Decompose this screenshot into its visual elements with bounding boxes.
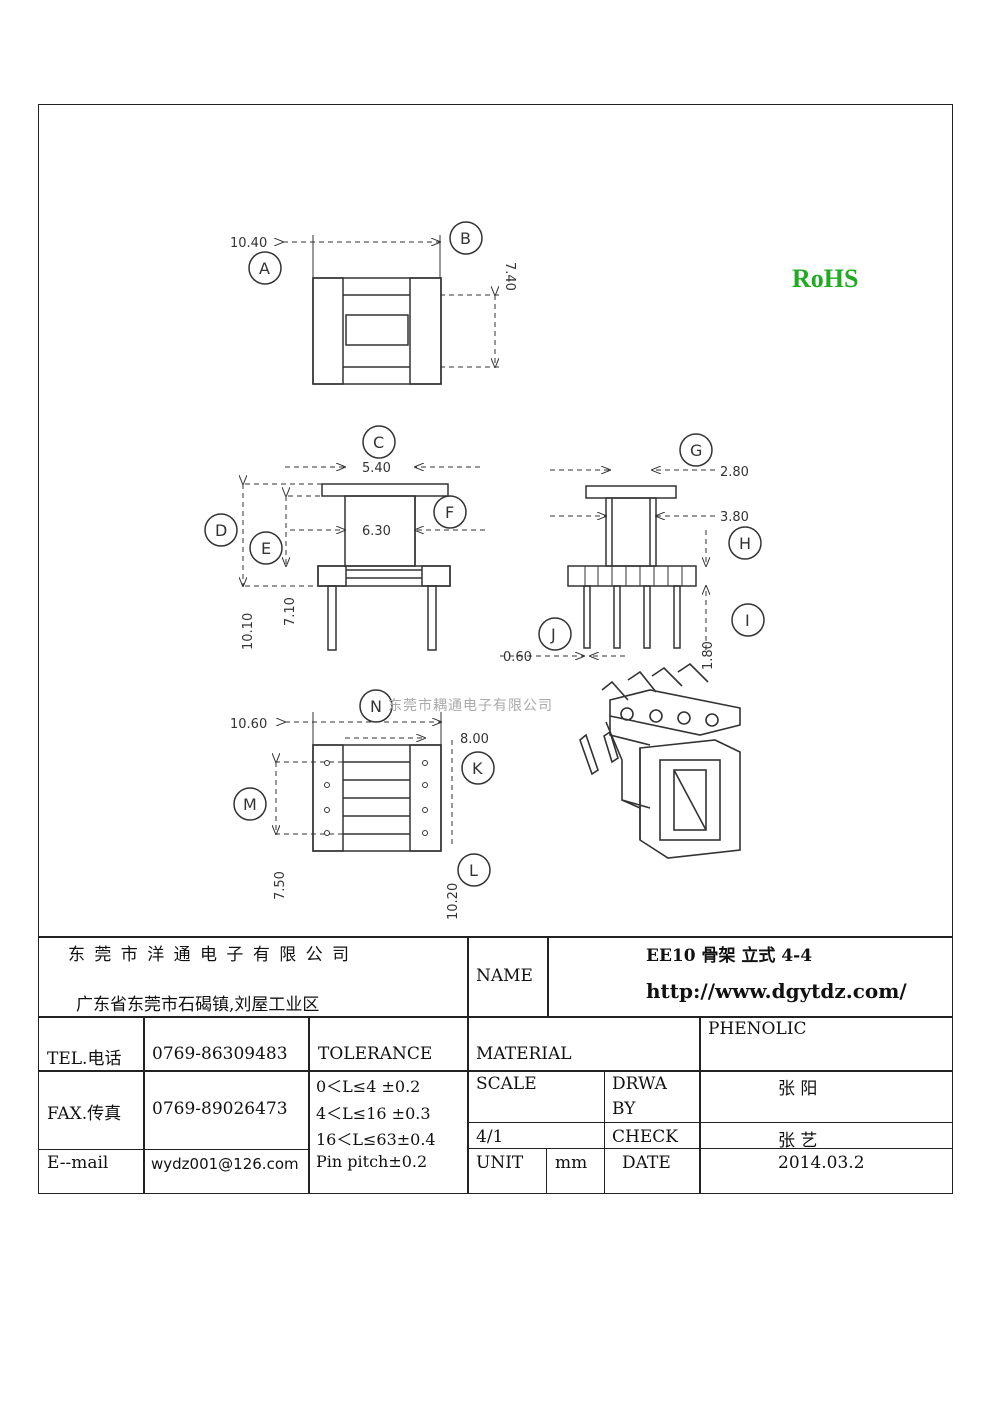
unit-value: mm [555, 1153, 588, 1173]
tel-label: TEL.电话 [47, 1049, 122, 1069]
label-circle-E [249, 531, 283, 565]
part-name: EE10 骨架 立式 4-4 [646, 946, 813, 966]
drawn-label-1: DRWA [612, 1074, 667, 1094]
tb-line [38, 1149, 308, 1150]
label-circle-K [461, 751, 495, 785]
technical-drawing: 10.40 7.40 5.40 10.10 7.10 6.30 2.80 3.8… [204, 221, 765, 920]
tb-line [699, 1016, 701, 1194]
label-C: C [373, 433, 384, 452]
tolerance-label: TOLERANCE [318, 1044, 433, 1064]
label-circle-N [359, 689, 393, 723]
drawn-by: 张 阳 [778, 1079, 818, 1099]
label-I: I [745, 611, 750, 630]
label-circle-D [204, 513, 238, 547]
dim-value-K: 8.00 [460, 732, 489, 747]
tb-line [38, 936, 953, 938]
dim-value-N: 10.60 [230, 717, 267, 732]
label-N: N [370, 697, 382, 716]
dim-value-D: 10.10 [241, 613, 256, 650]
label-circle-F [433, 495, 467, 529]
material-label: MATERIAL [476, 1044, 572, 1064]
side-view-base [567, 565, 697, 587]
label-H: H [739, 534, 751, 553]
top-view-window [345, 314, 409, 346]
top-view-outline [312, 277, 442, 385]
dim-value-E: 7.10 [283, 597, 298, 626]
fax-label: FAX.传真 [47, 1104, 122, 1124]
label-A: A [259, 259, 270, 278]
tolerance-4: Pin pitch±0.2 [316, 1152, 428, 1171]
tb-line [143, 1016, 145, 1194]
dim-value-F: 6.30 [362, 524, 391, 539]
unit-label: UNIT [476, 1153, 524, 1173]
watermark: 东莞市耦通电子有限公司 [388, 697, 553, 714]
label-L: L [469, 861, 478, 880]
company-name: 东 莞 市 洋 通 电 子 有 限 公 司 [68, 945, 352, 965]
label-D: D [215, 521, 227, 540]
rohs-mark: RoHS [792, 264, 859, 293]
email-label: E--mail [47, 1153, 109, 1173]
check-label: CHECK [612, 1127, 678, 1147]
scale-value: 4/1 [476, 1127, 504, 1147]
label-F: F [445, 503, 454, 522]
label-circle-I [731, 603, 765, 637]
label-circle-A [248, 251, 282, 285]
dim-value-J: 0.60 [503, 650, 532, 665]
label-B: B [460, 229, 471, 248]
checked-by: 张 艺 [778, 1131, 818, 1151]
label-G: G [690, 441, 702, 460]
dim-value-L: 10.20 [446, 883, 461, 920]
website[interactable]: http://www.dgytdz.com/ [646, 979, 907, 1003]
tb-line [467, 1148, 953, 1149]
drawn-label-2: BY [612, 1099, 636, 1119]
tb-line [546, 1148, 547, 1194]
tel-value: 0769-86309483 [152, 1044, 288, 1064]
drawing-frame [38, 104, 953, 1194]
label-circle-C [362, 425, 396, 459]
label-K: K [472, 759, 483, 778]
label-circle-M [233, 787, 267, 821]
tolerance-3: 16＜L≤63±0.4 [316, 1130, 436, 1149]
label-E: E [261, 539, 271, 558]
isometric-view [579, 662, 741, 859]
dim-value-I: 1.80 [701, 641, 716, 670]
dim-value-G: 2.80 [720, 465, 749, 480]
label-circle-H [728, 526, 762, 560]
tb-line [547, 936, 549, 1016]
label-circle-B [449, 221, 483, 255]
tb-line [467, 936, 469, 1194]
label-M: M [243, 795, 257, 814]
dim-value-A: 10.40 [230, 236, 267, 251]
tb-line [38, 1070, 953, 1072]
dim-value-M: 7.50 [273, 871, 288, 900]
label-circle-J [538, 617, 572, 651]
label-circle-G [679, 433, 713, 467]
front-view-base [317, 565, 451, 587]
tolerance-2: 4＜L≤16 ±0.3 [316, 1104, 431, 1123]
tb-line [308, 1016, 310, 1194]
label-circle-L [457, 853, 491, 887]
date-value: 2014.03.2 [778, 1153, 865, 1173]
dim-value-B: 7.40 [502, 262, 517, 291]
material-value: PHENOLIC [708, 1019, 807, 1039]
name-label: NAME [476, 966, 533, 986]
tb-line [38, 1016, 953, 1018]
label-J: J [550, 625, 556, 644]
company-address: 广东省东莞市石碣镇,刘屋工业区 [76, 995, 320, 1015]
dim-value-C: 5.40 [362, 461, 391, 476]
dim-value-H: 3.80 [720, 510, 749, 525]
date-label: DATE [622, 1153, 671, 1173]
fax-value: 0769-89026473 [152, 1099, 288, 1119]
scale-label: SCALE [476, 1074, 537, 1094]
email-value[interactable]: wydz001@126.com [151, 1155, 299, 1173]
tb-line [604, 1070, 605, 1194]
tb-line [467, 1122, 953, 1123]
tolerance-1: 0＜L≤4 ±0.2 [316, 1077, 421, 1096]
